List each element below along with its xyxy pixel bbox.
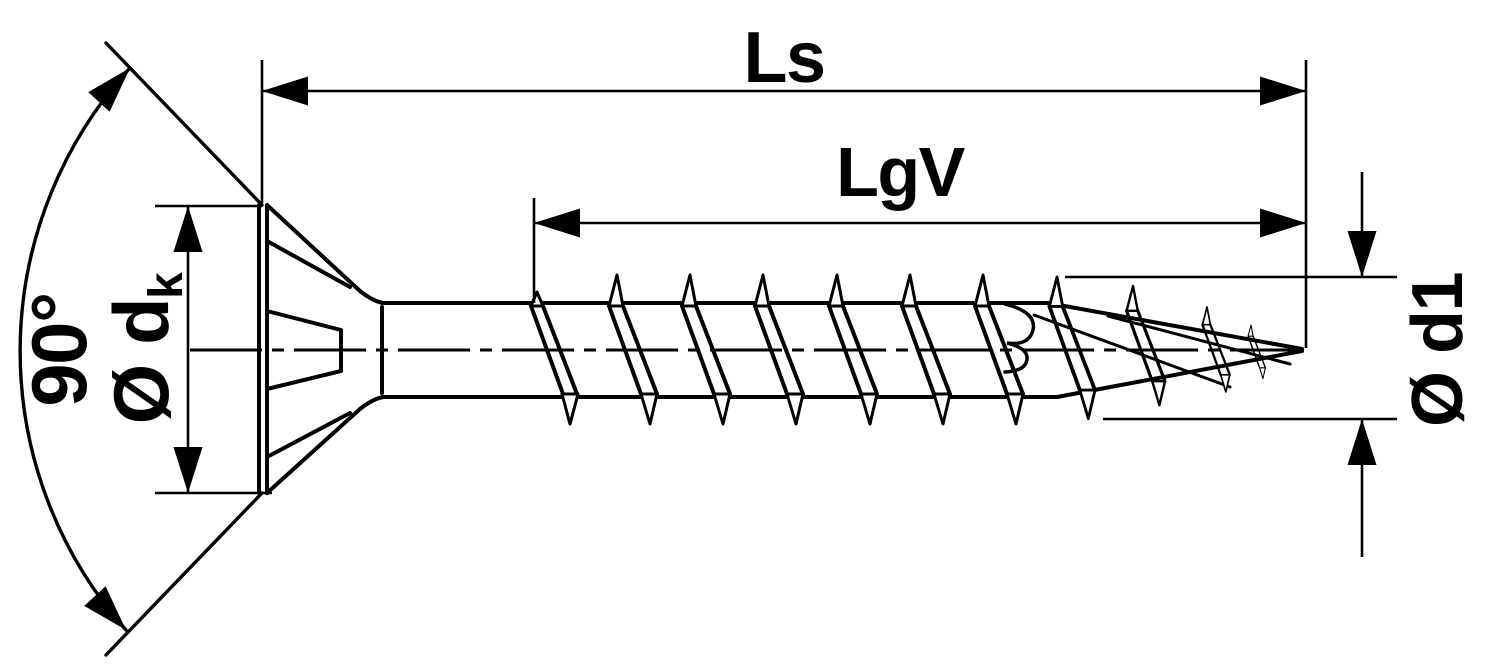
arrowhead-arc-top — [88, 58, 141, 112]
angle-line-upper — [104, 41, 264, 207]
thread-runout-curve — [1003, 302, 1036, 374]
dimension-head-diameter: Ø dk — [97, 204, 272, 495]
head-cone-inner-top — [265, 239, 352, 289]
ls-label: Ls — [743, 18, 824, 98]
angle-label: 90° — [15, 293, 103, 406]
angle-line-lower — [104, 491, 264, 657]
head-cone-bottom — [265, 395, 386, 495]
arrowhead-up — [1347, 419, 1377, 465]
dimension-countersink-angle: 90° — [15, 41, 264, 657]
arrowhead-right — [1260, 208, 1306, 238]
lgv-label: LgV — [836, 133, 966, 211]
dk-label-subscript: k — [140, 272, 193, 299]
tip-taper-top — [1046, 301, 1304, 351]
dimension-thread-diameter: Ø d1 — [1065, 172, 1478, 557]
arrowhead-down — [173, 447, 203, 493]
thread-crest-tip — [1124, 284, 1167, 407]
d1-label: Ø d1 — [1398, 273, 1478, 427]
dk-label-main: Ø d — [97, 299, 185, 425]
thread-crest — [529, 290, 580, 426]
arrowhead-down — [1347, 231, 1377, 277]
angle-arc — [18, 66, 132, 632]
head-face — [257, 203, 269, 495]
arrowhead-right — [1260, 76, 1306, 106]
dimension-thread-length: LgV — [532, 133, 1306, 303]
head-cone-inner-bottom — [265, 411, 352, 459]
dk-label: Ø dk — [97, 272, 193, 425]
arrowhead-left — [534, 208, 580, 238]
arrowhead-left — [262, 76, 308, 106]
head-cone-top — [265, 203, 386, 305]
screw-outline — [190, 203, 1312, 495]
thread-root-line — [1106, 314, 1292, 366]
dimension-total-length: Ls — [260, 18, 1308, 348]
arrowhead-up — [173, 206, 203, 252]
drive-recess — [265, 309, 343, 391]
thread-crest-tip — [1247, 324, 1267, 380]
thread-root-line — [1032, 313, 1232, 389]
